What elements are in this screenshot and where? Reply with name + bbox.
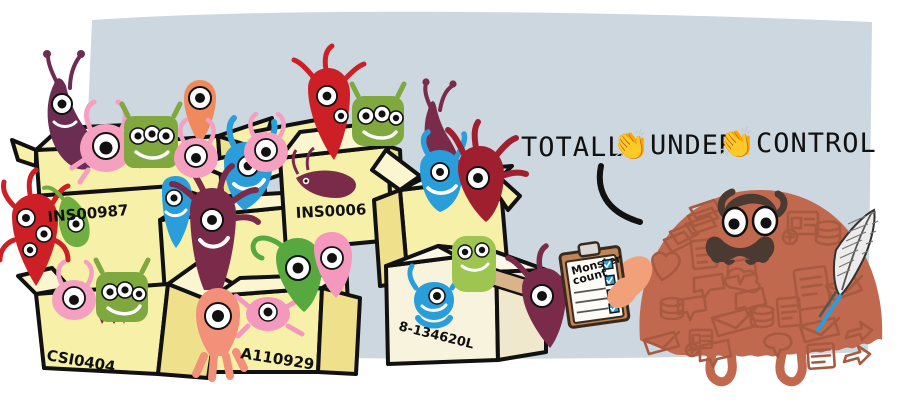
monster-maroon-squid [169, 163, 261, 290]
monster-count-clipboard: Monster count [558, 241, 653, 329]
monster-pink-right-mid [244, 111, 288, 172]
headline-part1: TOTALLY [521, 132, 642, 163]
monster-pink-bottom-center [314, 232, 352, 298]
monster-coral-one-eye [192, 288, 248, 382]
monster-blue-small-left [162, 176, 192, 248]
clipboard-checkboxes [602, 258, 620, 314]
data-icons-overlay [642, 198, 874, 371]
monster-maroon-bottom-right [505, 243, 583, 348]
monster-hair [724, 193, 778, 214]
monster-blue-right-box [420, 129, 468, 212]
monster-pink-left-mid [174, 117, 218, 178]
monster-orange-blob [184, 80, 216, 144]
monster-mustache [705, 236, 775, 262]
monster-green-small-right [452, 236, 496, 292]
monster-dark-red-spider [291, 43, 367, 160]
overwhelmed-data-monster [639, 188, 883, 387]
headline-part2: UNDER [650, 130, 736, 161]
monster-pink-left-bottom [52, 259, 96, 320]
headline-part3: CONTROL [756, 128, 877, 159]
monster-red-tentacle [0, 167, 71, 286]
monster-green-three-eye [119, 101, 183, 168]
box-art-pink-monster [233, 293, 305, 339]
monster-darkred-spiky-right [445, 119, 529, 222]
box-art-blue-monster [407, 263, 461, 329]
monster-green-noodle [250, 235, 322, 312]
curved-pointer-line [596, 163, 643, 225]
monster-green-right-top [349, 81, 407, 146]
clapping-hands-emoji-1: 👏 [612, 127, 649, 163]
monster-green-noodle-small [42, 185, 90, 248]
clapping-hands-emoji-2: 👏 [718, 125, 755, 161]
monster-pink-antenna [69, 99, 143, 185]
monster-eyes [721, 205, 779, 238]
quill-pen-icon [816, 208, 879, 332]
box-art-slug [296, 170, 357, 198]
monster-green-bottom-left [93, 257, 151, 322]
box-label-ins0006: INS0006 [295, 200, 367, 222]
